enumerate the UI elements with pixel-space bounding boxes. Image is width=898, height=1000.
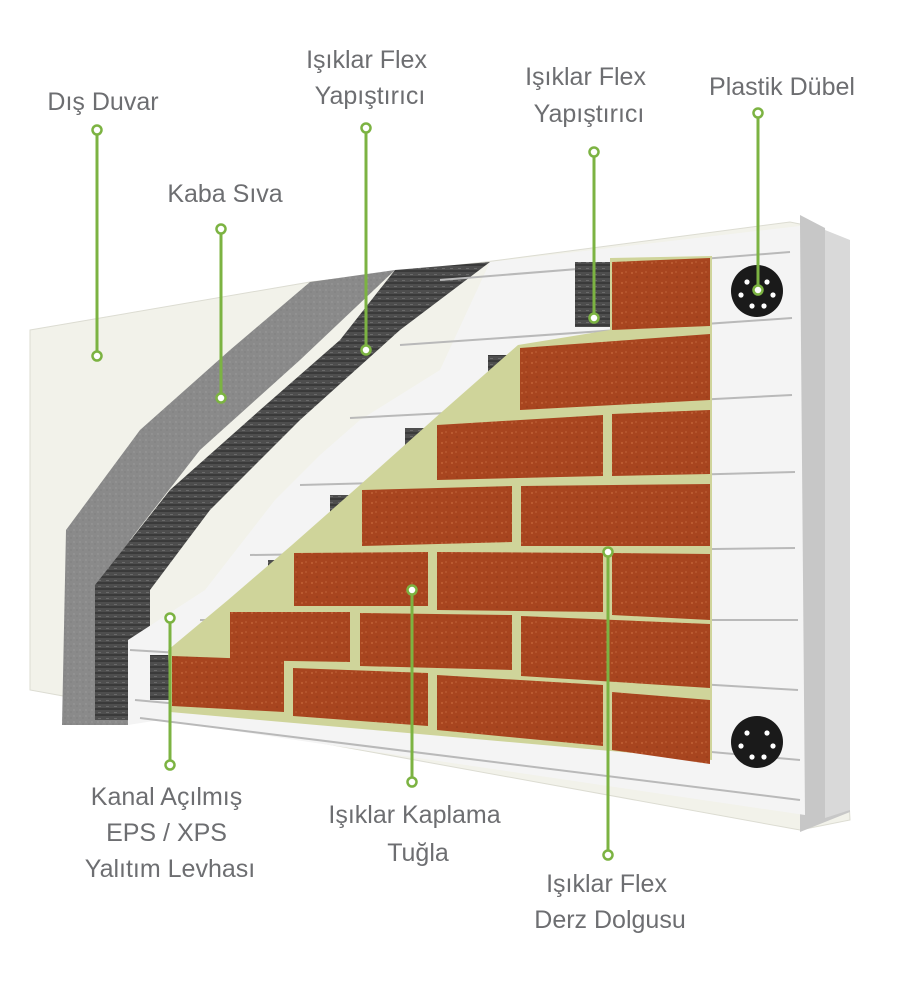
- label-flex-joint-filler: Işıklar Flex Derz Dolgusu: [534, 870, 685, 934]
- brick: [172, 656, 284, 712]
- label-cladding-brick: Işıklar Kaplama Tuğla: [328, 801, 507, 867]
- brick: [612, 410, 710, 476]
- brick: [612, 692, 710, 764]
- brick: [612, 553, 710, 620]
- label-flex-adhesive-right: Işıklar Flex Yapıştırıcı: [525, 63, 653, 128]
- brick: [521, 484, 710, 546]
- leader-dots: [91, 107, 764, 861]
- brick: [521, 616, 710, 688]
- brick: [437, 552, 603, 612]
- outer-wall-side-shade: [825, 230, 850, 818]
- brick: [230, 612, 350, 662]
- label-rough-plaster: Kaba Sıva: [167, 180, 282, 208]
- brick: [437, 415, 603, 480]
- label-eps-board: Kanal Açılmış EPS / XPS Yalıtım Levhası: [85, 783, 255, 883]
- brick: [362, 486, 512, 546]
- label-plastic-dowel: Plastik Dübel: [709, 73, 855, 101]
- brick: [293, 668, 428, 726]
- brick: [294, 552, 428, 606]
- brick: [612, 258, 710, 330]
- brick: [437, 675, 603, 746]
- plastic-dowel-bottom: [731, 716, 783, 768]
- brick: [360, 613, 512, 670]
- dowel-head: [731, 716, 783, 768]
- brick: [520, 334, 710, 410]
- leader-lines: [95, 113, 760, 855]
- label-outer-wall: Dış Duvar: [47, 88, 158, 116]
- label-flex-adhesive-left: Işıklar Flex Yapıştırıcı: [306, 46, 434, 110]
- brick-cladding-layer: [168, 256, 712, 764]
- brick-courses: [172, 258, 710, 764]
